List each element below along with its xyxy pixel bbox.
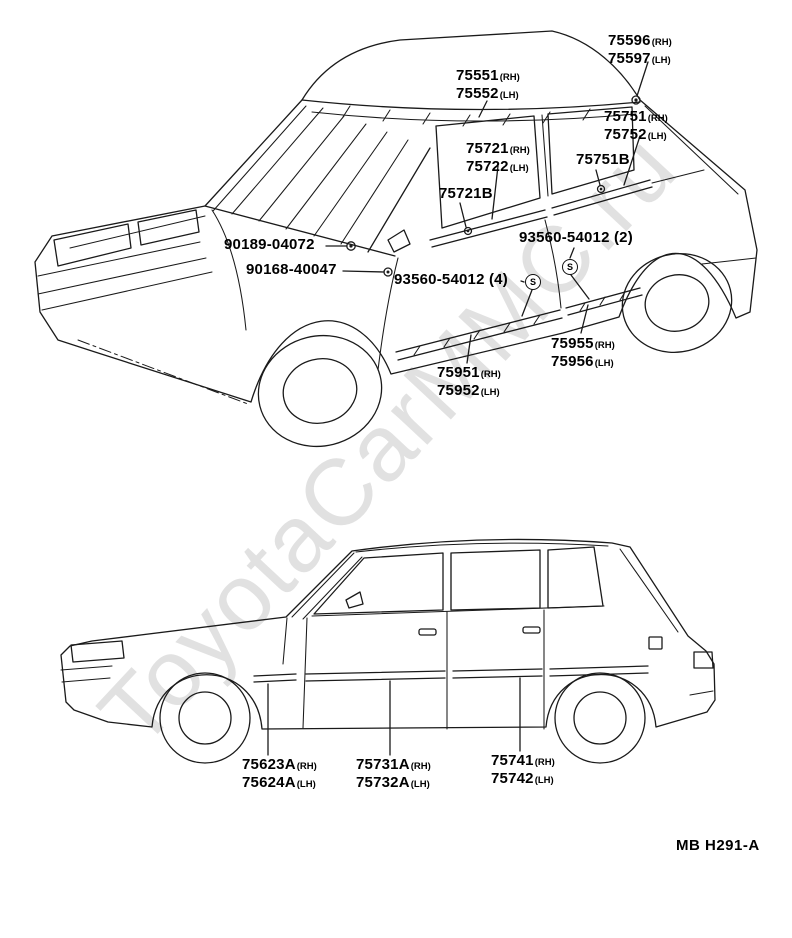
part-label-90168-40047: 90168-40047 (246, 261, 337, 278)
rivet-symbol-s-2: S (562, 259, 578, 275)
part-label-93560-54012-4: 93560-54012 (4) (394, 271, 508, 288)
part-label-75751: 75751(RH) 75752(LH) (604, 108, 668, 143)
part-label-75731A: 75731A(RH) 75732A(LH) (356, 756, 431, 791)
rivet-symbol-s-1: S (525, 274, 541, 290)
diagram-code: MB H291-A (676, 837, 760, 854)
part-label-75721B: 75721B (439, 185, 493, 202)
clip-75751B (596, 184, 606, 194)
side-car-drawing (60, 538, 716, 764)
rivet-symbol-letter: S (566, 262, 573, 272)
top-car-drawing (34, 30, 758, 448)
part-label-75596: 75596(RH) 75597(LH) (608, 32, 672, 67)
part-label-75955: 75955(RH) 75956(LH) (551, 335, 615, 370)
part-label-93560-54012-2: 93560-54012 (2) (519, 229, 633, 246)
grommet-90189 (346, 241, 356, 251)
part-label-90189-04072: 90189-04072 (224, 236, 315, 253)
part-label-75623A: 75623A(RH) 75624A(LH) (242, 756, 317, 791)
part-label-75551: 75551(RH) 75552(LH) (456, 67, 520, 102)
clip-75721B (463, 226, 473, 236)
clip-90168 (383, 267, 393, 277)
rivet-symbol-letter: S (529, 277, 536, 287)
part-label-75741: 75741(RH) 75742(LH) (491, 752, 555, 787)
part-label-75721: 75721(RH) 75722(LH) (466, 140, 530, 175)
leader-lines (267, 61, 649, 756)
part-label-75951: 75951(RH) 75952(LH) (437, 364, 501, 399)
part-label-75751B: 75751B (576, 151, 630, 168)
grommet-75596 (631, 95, 641, 105)
